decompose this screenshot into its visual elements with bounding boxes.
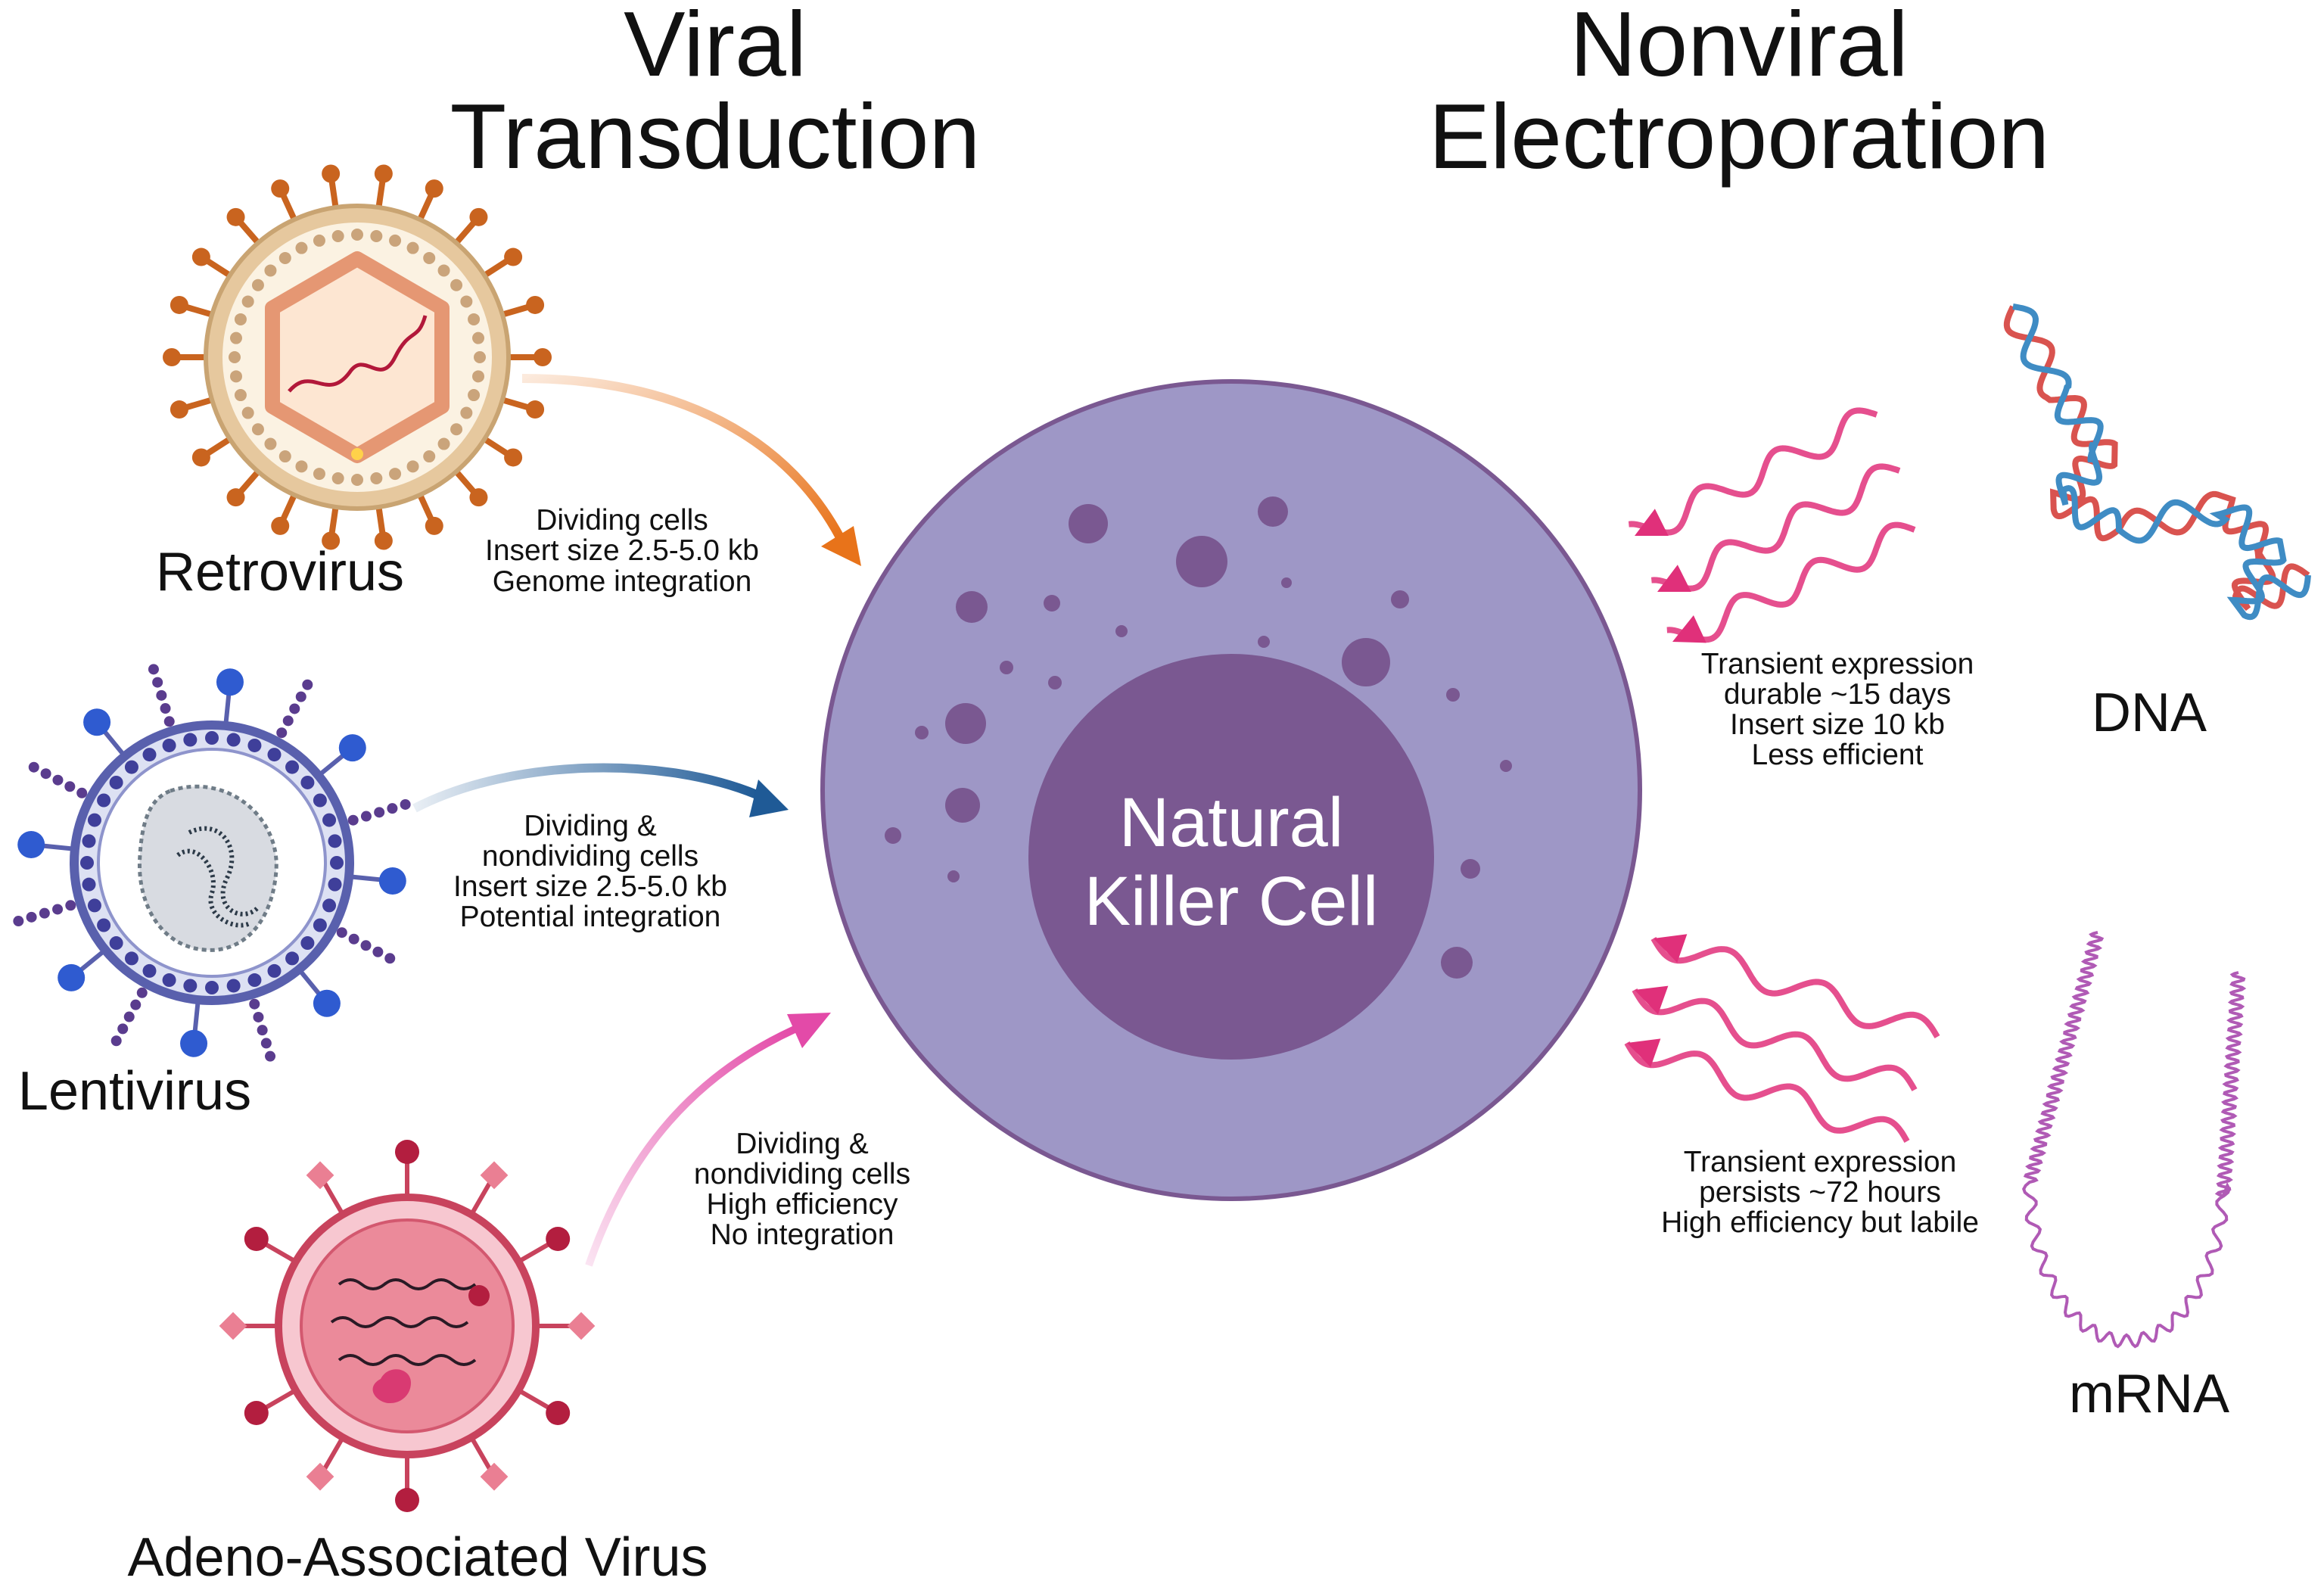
mrna-icon: [2022, 931, 2247, 1349]
dna-label: DNA: [2092, 683, 2207, 743]
aav-note-3: High efficiency: [707, 1188, 898, 1221]
dna-electroporation-pulses: [1628, 407, 1916, 643]
heading-electroporation: Electroporation: [1429, 85, 2050, 188]
lentivirus-icon: [13, 664, 411, 1062]
lenti-note-2: nondividing cells: [482, 840, 698, 873]
cell-granules: [885, 496, 1512, 979]
natural-killer-cell: Natural Killer Cell: [820, 379, 1642, 1201]
dna-note-1: Transient expression: [1701, 648, 1974, 680]
heading-viral: Viral: [624, 0, 807, 95]
cell-label-line1: Natural: [1119, 784, 1344, 861]
dna-note-3: Insert size 10 kb: [1730, 708, 1945, 741]
dna-icon: [2003, 303, 2311, 621]
dna-note-4: Less efficient: [1752, 739, 1924, 771]
lenti-note-1: Dividing &: [524, 810, 657, 842]
retro-note-1: Dividing cells: [536, 504, 708, 537]
lenti-note-3: Insert size 2.5-5.0 kb: [453, 870, 727, 903]
cell-nucleus: [1028, 654, 1434, 1060]
retrovirus-notes: Dividing cells Insert size 2.5-5.0 kb Ge…: [485, 504, 759, 598]
aav-note-1: Dividing &: [736, 1128, 869, 1160]
aav-note-2: nondividing cells: [694, 1158, 910, 1190]
mrna-note-3: High efficiency but labile: [1661, 1206, 1979, 1239]
cell-label-line2: Killer Cell: [1084, 863, 1379, 940]
heading-transduction: Transduction: [450, 85, 981, 188]
mrna-label: mRNA: [2069, 1364, 2229, 1424]
retrovirus-label: Retrovirus: [156, 542, 404, 602]
mrna-note-2: persists ~72 hours: [1699, 1176, 1941, 1209]
retrovirus-icon: [163, 164, 552, 550]
lentivirus-label: Lentivirus: [18, 1061, 251, 1122]
dna-notes: Transient expression durable ~15 days In…: [1701, 648, 1974, 771]
lentivirus-arrow: [412, 763, 789, 817]
mrna-electroporation-pulses: [1624, 934, 1940, 1143]
dna-note-2: durable ~15 days: [1724, 678, 1951, 711]
heading-nonviral: Nonviral: [1570, 0, 1909, 95]
aav-notes: Dividing & nondividing cells High effici…: [694, 1128, 910, 1251]
retrovirus-arrow: [521, 374, 861, 566]
retro-note-3: Genome integration: [493, 565, 752, 598]
aav-note-4: No integration: [711, 1218, 894, 1251]
mrna-note-1: Transient expression: [1684, 1146, 1957, 1178]
mrna-notes: Transient expression persists ~72 hours …: [1661, 1146, 1979, 1239]
lenti-note-4: Potential integration: [460, 901, 721, 933]
aav-icon: [219, 1140, 596, 1512]
aav-label: Adeno-Associated Virus: [127, 1527, 708, 1581]
aav-arrow: [585, 1013, 831, 1267]
retro-note-2: Insert size 2.5-5.0 kb: [485, 534, 759, 567]
lentivirus-notes: Dividing & nondividing cells Insert size…: [453, 810, 727, 933]
